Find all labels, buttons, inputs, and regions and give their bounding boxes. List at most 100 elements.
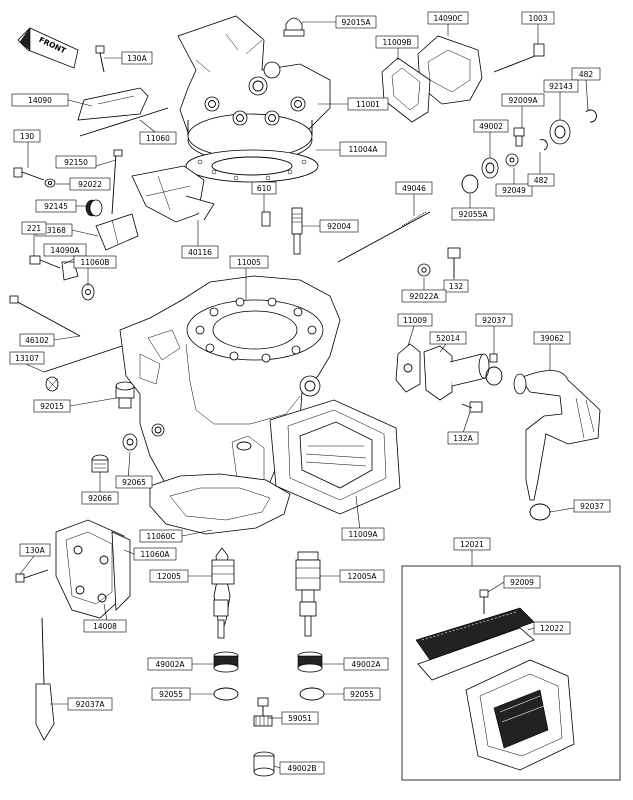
callout-11060b: 11060B bbox=[73, 255, 117, 269]
callout-92145: 92145 bbox=[35, 199, 77, 213]
svg-text:14008: 14008 bbox=[93, 622, 117, 631]
svg-text:49002B: 49002B bbox=[287, 764, 316, 773]
svg-text:13107: 13107 bbox=[15, 354, 39, 363]
leader-lines bbox=[19, 21, 589, 769]
bolt-221 bbox=[29, 255, 61, 269]
svg-text:92009: 92009 bbox=[510, 578, 534, 587]
bolt-130a-top bbox=[95, 45, 105, 73]
callout-92037-right: 92037 bbox=[573, 499, 611, 513]
plug-92015 bbox=[115, 381, 135, 409]
callout-11009b: 11009B bbox=[375, 35, 419, 49]
callout-130a-bottom: 130A bbox=[19, 543, 51, 557]
svg-text:14090C: 14090C bbox=[433, 14, 462, 23]
callout-11060a: 11060A bbox=[133, 547, 177, 561]
oring-92055-right bbox=[299, 687, 325, 701]
reed-cage bbox=[465, 659, 575, 771]
svg-text:12005A: 12005A bbox=[348, 572, 378, 581]
bolt-130 bbox=[13, 167, 45, 181]
callout-92065: 92065 bbox=[115, 475, 153, 489]
valve-12005a bbox=[295, 551, 321, 637]
hose-39062 bbox=[513, 370, 601, 501]
callout-12021: 12021 bbox=[453, 537, 491, 551]
callout-130: 130 bbox=[13, 129, 41, 143]
callout-59051: 59051 bbox=[281, 711, 319, 725]
svg-text:92055: 92055 bbox=[159, 690, 183, 699]
callout-92009a: 92009A bbox=[501, 93, 545, 107]
svg-text:11009A: 11009A bbox=[349, 530, 379, 539]
svg-text:12005: 12005 bbox=[157, 572, 181, 581]
washer-92065 bbox=[122, 433, 138, 451]
callout-132: 132 bbox=[443, 279, 469, 293]
oring-92055a bbox=[461, 174, 479, 194]
svg-text:482: 482 bbox=[534, 176, 549, 185]
callout-49002: 49002 bbox=[473, 119, 509, 133]
bolt-132 bbox=[447, 247, 461, 278]
dowel-610 bbox=[261, 211, 271, 227]
bolt-1003 bbox=[493, 43, 545, 73]
callout-46102: 46102 bbox=[19, 333, 55, 347]
svg-text:39062: 39062 bbox=[540, 334, 564, 343]
svg-text:92015A: 92015A bbox=[342, 18, 372, 27]
svg-text:92037A: 92037A bbox=[76, 700, 106, 709]
svg-text:11004A: 11004A bbox=[349, 145, 379, 154]
hose-92037a bbox=[35, 617, 55, 741]
callout-92015a: 92015A bbox=[335, 15, 377, 29]
callout-52014: 52014 bbox=[429, 331, 467, 345]
svg-text:92015: 92015 bbox=[40, 402, 64, 411]
cylinder-head bbox=[177, 15, 331, 163]
washer-92022 bbox=[44, 178, 56, 188]
clip-482-mid bbox=[539, 139, 548, 151]
svg-text:92055A: 92055A bbox=[459, 210, 489, 219]
svg-text:11001: 11001 bbox=[356, 100, 380, 109]
svg-text:92143: 92143 bbox=[549, 82, 573, 91]
svg-text:49002A: 49002A bbox=[352, 660, 382, 669]
svg-text:11060B: 11060B bbox=[80, 258, 109, 267]
seal-49002a-right bbox=[297, 651, 323, 673]
svg-text:92066: 92066 bbox=[88, 494, 112, 503]
svg-text:92009A: 92009A bbox=[509, 96, 539, 105]
callout-482-mid: 482 bbox=[527, 173, 555, 187]
callout-11005: 11005 bbox=[229, 255, 269, 269]
callout-92022: 92022 bbox=[69, 177, 111, 191]
svg-text:11060A: 11060A bbox=[141, 550, 171, 559]
callout-92009: 92009 bbox=[503, 575, 541, 589]
svg-text:11009: 11009 bbox=[403, 316, 427, 325]
callout-1003: 1003 bbox=[521, 11, 555, 25]
callout-221: 221 bbox=[21, 221, 47, 235]
fitting-52014 bbox=[423, 345, 490, 401]
callout-49002a-right: 49002A bbox=[343, 657, 389, 671]
svg-text:49046: 49046 bbox=[402, 184, 426, 193]
callout-482-top: 482 bbox=[571, 67, 601, 81]
bolt-132a bbox=[461, 401, 483, 413]
gear-13107 bbox=[43, 345, 123, 392]
callout-92066: 92066 bbox=[81, 491, 119, 505]
callout-92022a: 92022A bbox=[401, 289, 447, 303]
svg-text:92004: 92004 bbox=[327, 222, 351, 231]
svg-text:132: 132 bbox=[449, 282, 464, 291]
clamp-92037 bbox=[485, 353, 503, 386]
callout-12005a: 12005A bbox=[339, 569, 385, 583]
callout-11009: 11009 bbox=[397, 313, 433, 327]
valve-40116 bbox=[131, 165, 215, 223]
washer-92049 bbox=[505, 153, 519, 167]
callout-92049: 92049 bbox=[495, 183, 533, 197]
gasket-11060a bbox=[111, 531, 131, 611]
svg-text:92022: 92022 bbox=[78, 180, 102, 189]
rod-92150 bbox=[111, 149, 123, 215]
svg-text:92037: 92037 bbox=[482, 316, 506, 325]
lever-13168 bbox=[95, 213, 139, 251]
svg-text:11005: 11005 bbox=[237, 258, 261, 267]
spring-92145 bbox=[85, 199, 103, 217]
pipe-92004 bbox=[291, 207, 303, 255]
clip-482-top bbox=[585, 109, 597, 123]
callout-11001: 11001 bbox=[347, 97, 389, 111]
svg-text:610: 610 bbox=[257, 184, 272, 193]
callout-11004a: 11004A bbox=[339, 141, 387, 157]
svg-text:12022: 12022 bbox=[540, 624, 564, 633]
svg-text:221: 221 bbox=[27, 224, 42, 233]
front-arrow: FRONT bbox=[17, 27, 79, 69]
callout-49002b: 49002B bbox=[279, 761, 325, 775]
gear-59051 bbox=[253, 697, 273, 727]
callout-39062: 39062 bbox=[533, 331, 571, 345]
svg-text:14090: 14090 bbox=[28, 96, 52, 105]
